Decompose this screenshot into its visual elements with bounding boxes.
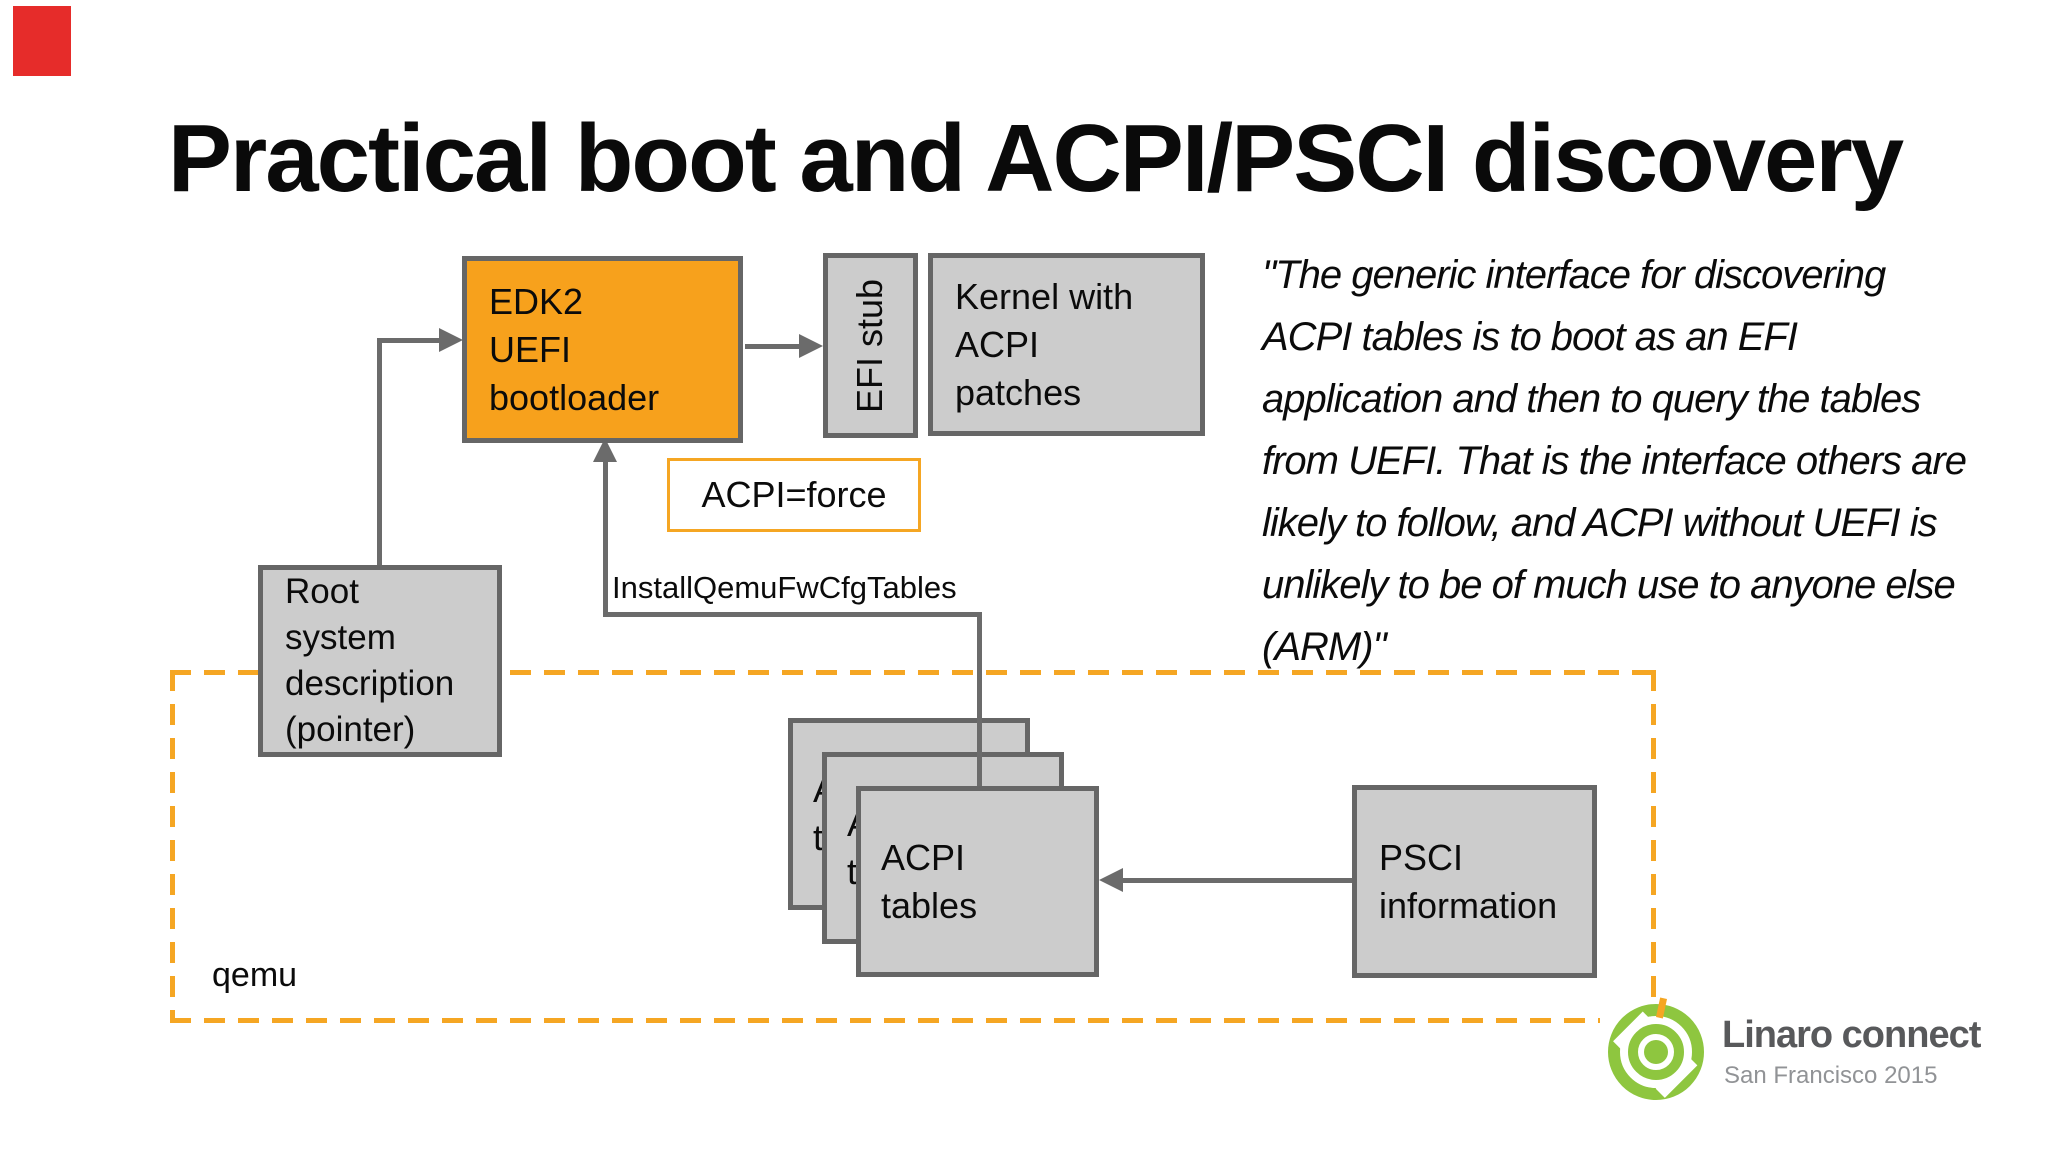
efi-stub-box: EFI stub xyxy=(823,253,918,438)
qemu-dash-bottom xyxy=(170,1018,1656,1023)
qemu-dash-top xyxy=(170,670,1656,675)
linaro-logo-center-dot xyxy=(1644,1040,1668,1064)
edge-root-to-edk2-arrowhead xyxy=(439,328,463,352)
kernel-line-1: Kernel with xyxy=(955,275,1134,317)
qemu-dash-right xyxy=(1651,670,1656,1023)
acpi-force-label: ACPI=force xyxy=(701,474,887,515)
root-line-4: (pointer) xyxy=(285,710,416,749)
edge-psci-to-acpitables-line xyxy=(1122,878,1354,883)
edge-acpitables-to-edk2-vertical-left xyxy=(603,460,608,617)
linaro-connect-logo: Linaro connect San Francisco 2015 xyxy=(1600,997,2042,1108)
edge-acpitables-to-edk2-horizontal xyxy=(603,612,982,617)
kernel-line-2: ACPI xyxy=(955,323,1040,365)
edk2-line-2: UEFI xyxy=(489,328,572,370)
psci-information-box: PSCI information xyxy=(1352,785,1597,978)
efi-stub-label: EFI stub xyxy=(849,278,891,413)
acpi-force-box: ACPI=force xyxy=(667,458,921,532)
acpi-tables-box-front: ACPI tables xyxy=(856,786,1099,977)
edge-edk2-to-efistub-arrowhead xyxy=(799,334,823,358)
edge-root-to-edk2-vertical xyxy=(377,340,382,568)
linaro-event-subtitle: San Francisco 2015 xyxy=(1724,1062,1938,1089)
psci-line-2: information xyxy=(1379,884,1558,926)
edge-psci-to-acpitables-arrowhead xyxy=(1099,868,1123,892)
acpi-tables-line-1: ACPI xyxy=(881,836,966,878)
kernel-acpi-patches-box: Kernel with ACPI patches xyxy=(928,253,1205,436)
acpi-tables-line-2: tables xyxy=(881,884,978,926)
qemu-dash-left xyxy=(170,670,175,1023)
root-line-1: Root xyxy=(285,572,359,611)
edk2-line-3: bootloader xyxy=(489,376,660,418)
quote-text: "The generic interface for discovering A… xyxy=(1262,244,2042,678)
edge-edk2-to-efistub-line xyxy=(745,344,801,349)
edge-acpitables-to-edk2-vertical-right xyxy=(977,612,982,788)
linaro-logo-middle-ring xyxy=(1628,1024,1684,1080)
quote-line-6: unlikely to be of much use to anyone els… xyxy=(1262,563,1956,607)
edge-root-to-edk2-horizontal xyxy=(377,338,439,343)
edk2-line-1: EDK2 xyxy=(489,280,584,322)
kernel-line-3: patches xyxy=(955,371,1082,413)
quote-line-5: likely to follow, and ACPI without UEFI … xyxy=(1262,501,1938,545)
psci-line-1: PSCI xyxy=(1379,836,1464,878)
quote-line-7: (ARM)" xyxy=(1262,625,1387,669)
root-line-3: description xyxy=(285,664,455,703)
root-system-description-box: Root system description (pointer) xyxy=(258,565,502,757)
root-line-2: system xyxy=(285,618,396,657)
quote-line-4: from UEFI. That is the interface others … xyxy=(1262,439,1967,483)
quote-line-1: "The generic interface for discovering xyxy=(1262,253,1886,297)
linaro-connect-wordmark: Linaro connect xyxy=(1722,1014,1981,1056)
quote-line-3: application and then to query the tables xyxy=(1262,377,1921,421)
quote-line-2: ACPI tables is to boot as an EFI xyxy=(1262,315,1798,359)
page-title: Practical boot and ACPI/PSCI discovery xyxy=(167,105,1904,212)
edk2-uefi-bootloader-box: EDK2 UEFI bootloader xyxy=(462,256,743,443)
qemu-region-label: qemu xyxy=(212,956,298,994)
install-qemu-fwcfg-label: InstallQemuFwCfgTables xyxy=(612,570,957,605)
recording-mark xyxy=(13,6,71,76)
